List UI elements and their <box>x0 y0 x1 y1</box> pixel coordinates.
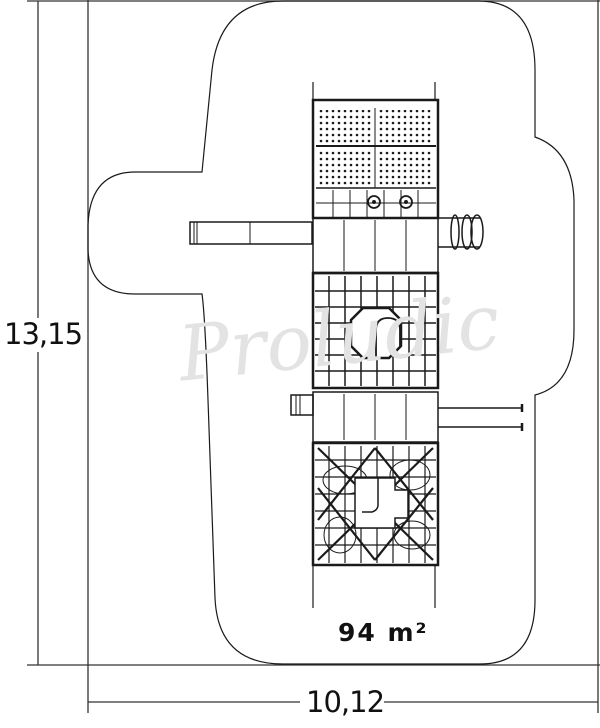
width-dimension-label: 10,12 <box>306 685 385 719</box>
height-dimension-label: 13,15 <box>4 317 83 351</box>
dimension-lines <box>27 0 600 713</box>
equipment <box>189 82 524 608</box>
center-opening <box>354 477 409 529</box>
area-label: 94 m² <box>338 618 429 647</box>
perforated-deck <box>318 110 433 186</box>
